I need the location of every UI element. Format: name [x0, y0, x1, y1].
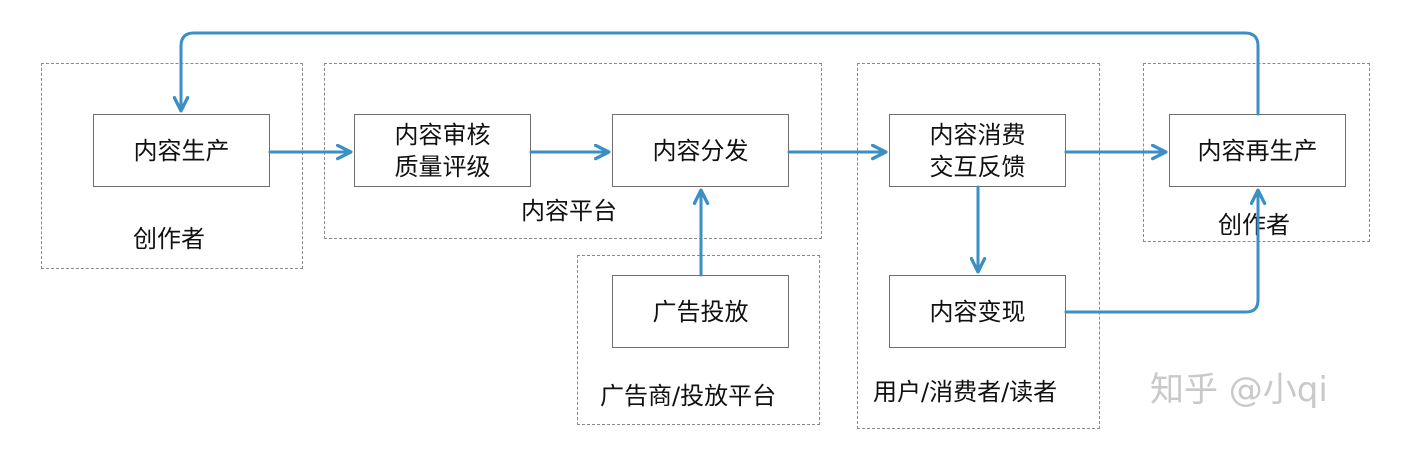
users-group	[857, 63, 1100, 429]
advertiser-group	[577, 255, 820, 425]
watermark: 知乎 @小qi	[1150, 370, 1328, 410]
review-text: 内容审核	[394, 120, 491, 149]
creator-label-right: 创作者	[1218, 211, 1290, 239]
distribution-text: 内容分发	[652, 136, 749, 165]
review-rating-node: 内容审核 质量评级	[354, 114, 531, 187]
creator-group-left	[41, 63, 303, 269]
arrow-monetization-to-reproduction	[1064, 188, 1267, 314]
feedback-text: 交互反馈	[929, 152, 1026, 181]
monetization-node: 内容变现	[889, 275, 1066, 348]
reproduction-text: 内容再生产	[1197, 136, 1318, 165]
content-production-text: 内容生产	[133, 136, 230, 165]
monetization-text: 内容变现	[929, 297, 1026, 326]
consumption-text: 内容消费	[929, 120, 1026, 149]
distribution-node: 内容分发	[612, 114, 789, 187]
consumption-feedback-node: 内容消费 交互反馈	[889, 114, 1066, 187]
ad-placement-node: 广告投放	[612, 275, 789, 348]
ad-placement-text: 广告投放	[652, 297, 749, 326]
rating-text: 质量评级	[394, 152, 491, 181]
arrow-reproduction-loop-to-production	[172, 31, 1260, 116]
creator-label-left: 创作者	[133, 225, 205, 253]
reproduction-node: 内容再生产	[1169, 114, 1346, 187]
advertiser-label: 广告商/投放平台	[600, 382, 777, 410]
platform-label: 内容平台	[521, 197, 617, 225]
users-label: 用户/消费者/读者	[873, 378, 1058, 406]
content-production-node: 内容生产	[93, 114, 270, 187]
